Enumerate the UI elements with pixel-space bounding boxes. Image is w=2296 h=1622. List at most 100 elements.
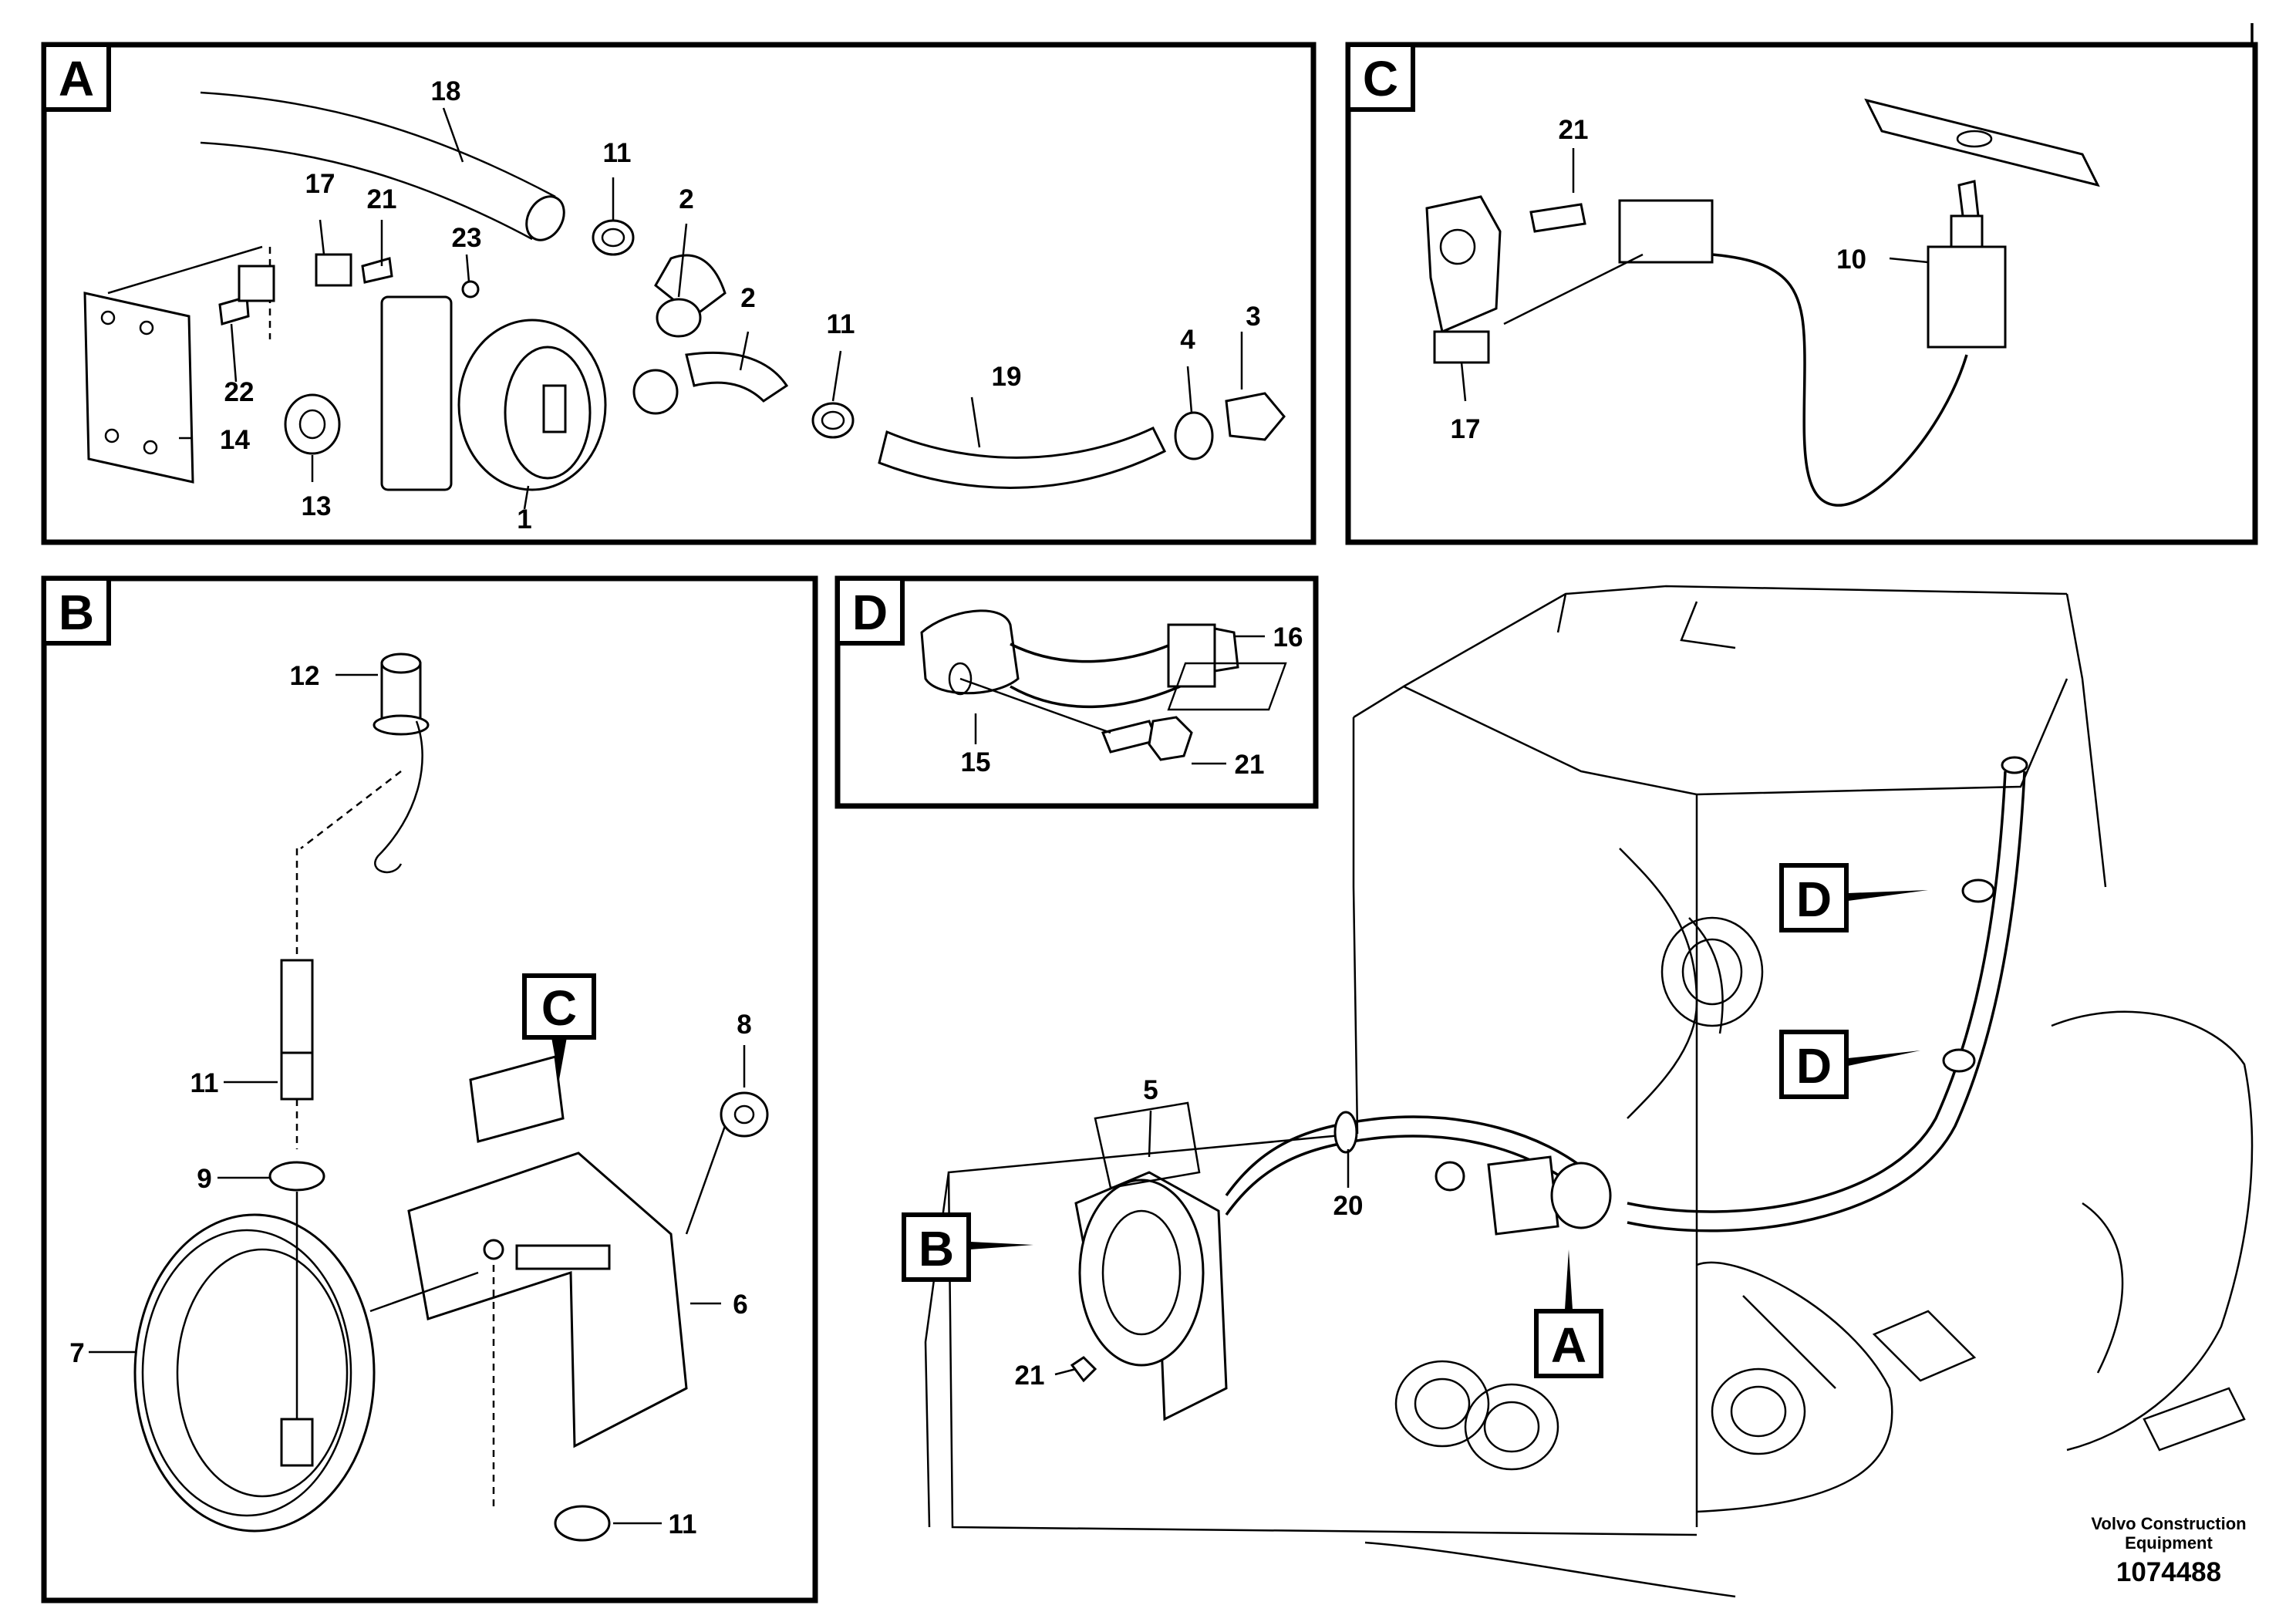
panel-c-letter: C: [1363, 51, 1398, 106]
callout-a-21: 21: [367, 184, 397, 214]
ref-badge-d1: [1779, 863, 1849, 932]
clamp-d-upper: [1961, 878, 1995, 903]
grommet-20: [1333, 1111, 1358, 1154]
screw-21-a: [361, 257, 393, 284]
panel-b-letter: B: [59, 585, 94, 640]
toggle-switch-10: [1927, 245, 2007, 349]
panel-b-frame: [41, 575, 818, 1603]
panel-d: D 16 15 21: [834, 575, 1319, 809]
callout-b-9: 9: [197, 1164, 211, 1194]
bracket-switch: [1864, 98, 2100, 187]
hose-18-end: [525, 195, 565, 241]
filler-ring: [1078, 1179, 1205, 1367]
bracket-6-slot: [515, 1244, 611, 1270]
callout-b-7: 7: [69, 1338, 84, 1368]
hose-end-top: [2001, 756, 2028, 774]
panel-a-badge: [42, 42, 111, 112]
toggle-lever: [1957, 180, 1980, 218]
hose-route-upper: [1225, 1115, 1590, 1197]
hose-route-return-a: [1627, 771, 2007, 1213]
ref-badge-d2: [1779, 1030, 1849, 1099]
fitting-bracket: [483, 1239, 504, 1260]
callout-d-21: 21: [1235, 750, 1265, 780]
ref-badge-b-letter: B: [919, 1221, 954, 1276]
plate-14: [83, 292, 194, 484]
screw-21-main: [1070, 1356, 1097, 1383]
pump-assembly-a-body: [1550, 1162, 1612, 1229]
pump-label: [542, 384, 567, 433]
callout-d-15: 15: [961, 747, 991, 777]
callout-d-16: 16: [1273, 622, 1303, 653]
fitting-2-lower: [632, 369, 679, 415]
clamp-d-lower: [1942, 1048, 1976, 1073]
clamp-11-a: [592, 219, 635, 256]
elbow-2-lower: [685, 351, 789, 403]
panel-d-letter: D: [852, 585, 888, 640]
pump-assembly-a-fitting: [1435, 1161, 1465, 1192]
connector-a: [238, 265, 275, 302]
connector-c: [1618, 199, 1714, 264]
callout-a-14: 14: [220, 425, 250, 455]
callout-a-4: 4: [1180, 325, 1195, 355]
clamp-strap-16: [1167, 623, 1216, 688]
brand-line-1: Volvo Construction: [2091, 1514, 2246, 1533]
panel-d-frame: [834, 575, 1319, 809]
panel-a-callouts: 18 11 2 17 21 23 2 11 3 4 19 22 14 13 1: [220, 76, 1261, 534]
callout-b-11a: 11: [190, 1068, 219, 1098]
callout-b-8: 8: [737, 1010, 751, 1040]
panel-c: C 21 10 17: [1345, 23, 2258, 545]
ref-badge-b: [902, 1212, 971, 1282]
ref-badge-a: [1534, 1309, 1603, 1378]
callout-a-11b: 11: [827, 309, 855, 339]
panel-a-letter: A: [59, 51, 94, 106]
grommet-13: [284, 393, 341, 455]
callout-a-22: 22: [224, 377, 255, 407]
callout-a-2a: 2: [679, 184, 693, 214]
main-callouts: 5 20 21: [1015, 1075, 1364, 1391]
fitting-11: [280, 1051, 314, 1101]
clamp-11-b: [811, 402, 855, 439]
toggle-switch-collar: [1950, 214, 1984, 248]
clamp-11-b-panel: [554, 1505, 611, 1542]
callout-a-18: 18: [431, 76, 461, 106]
callout-c-17: 17: [1451, 414, 1481, 444]
panel-c-frame: [1345, 42, 2258, 545]
callout-a-1: 1: [517, 504, 531, 534]
callout-a-2b: 2: [740, 283, 755, 313]
callout-a-11a: 11: [603, 138, 632, 168]
hose-route-return-b: [1627, 771, 2026, 1233]
callout-main-5: 5: [1143, 1075, 1158, 1105]
hose-19: [878, 427, 1167, 489]
connector-17-a: [315, 253, 352, 287]
panel-b-ref-c-box: [522, 973, 596, 1040]
callout-b-12: 12: [290, 661, 320, 691]
callout-a-23: 23: [452, 223, 482, 253]
callout-c-21: 21: [1559, 115, 1589, 145]
holder-17: [1425, 195, 1502, 334]
main-assembly: B A D D 5 20 21: [902, 585, 2254, 1598]
panel-b: B C: [41, 575, 818, 1603]
clamp-4: [1174, 411, 1214, 460]
hose-coil-7: [133, 1213, 376, 1533]
clamp-9: [268, 1161, 325, 1192]
callout-a-13: 13: [302, 491, 332, 521]
screw-23: [461, 280, 480, 298]
hose-18: [200, 91, 556, 241]
callout-b-6: 6: [733, 1290, 747, 1320]
ref-badge-d1-letter: D: [1796, 872, 1832, 927]
panel-a-frame: [41, 42, 1317, 545]
panel-d-callouts: 16 15 21: [961, 622, 1303, 780]
callout-main-21: 21: [1015, 1361, 1045, 1391]
panel-c-badge: [1346, 42, 1415, 112]
bracket-pump: [380, 295, 453, 491]
panel-b-callouts: 12 11 9 8 6 7 11: [69, 661, 751, 1539]
ref-badge-a-letter: A: [1551, 1317, 1586, 1373]
cable-c: [1711, 253, 1968, 507]
clamp-bracket-15: [920, 609, 1020, 695]
panel-b-badge: [42, 576, 111, 646]
callout-a-19: 19: [992, 362, 1022, 392]
fitting-3: [1225, 392, 1286, 441]
screw-21-c: [1529, 203, 1586, 233]
bracket-6-handle: [469, 1055, 565, 1143]
screw-22: [218, 295, 250, 325]
